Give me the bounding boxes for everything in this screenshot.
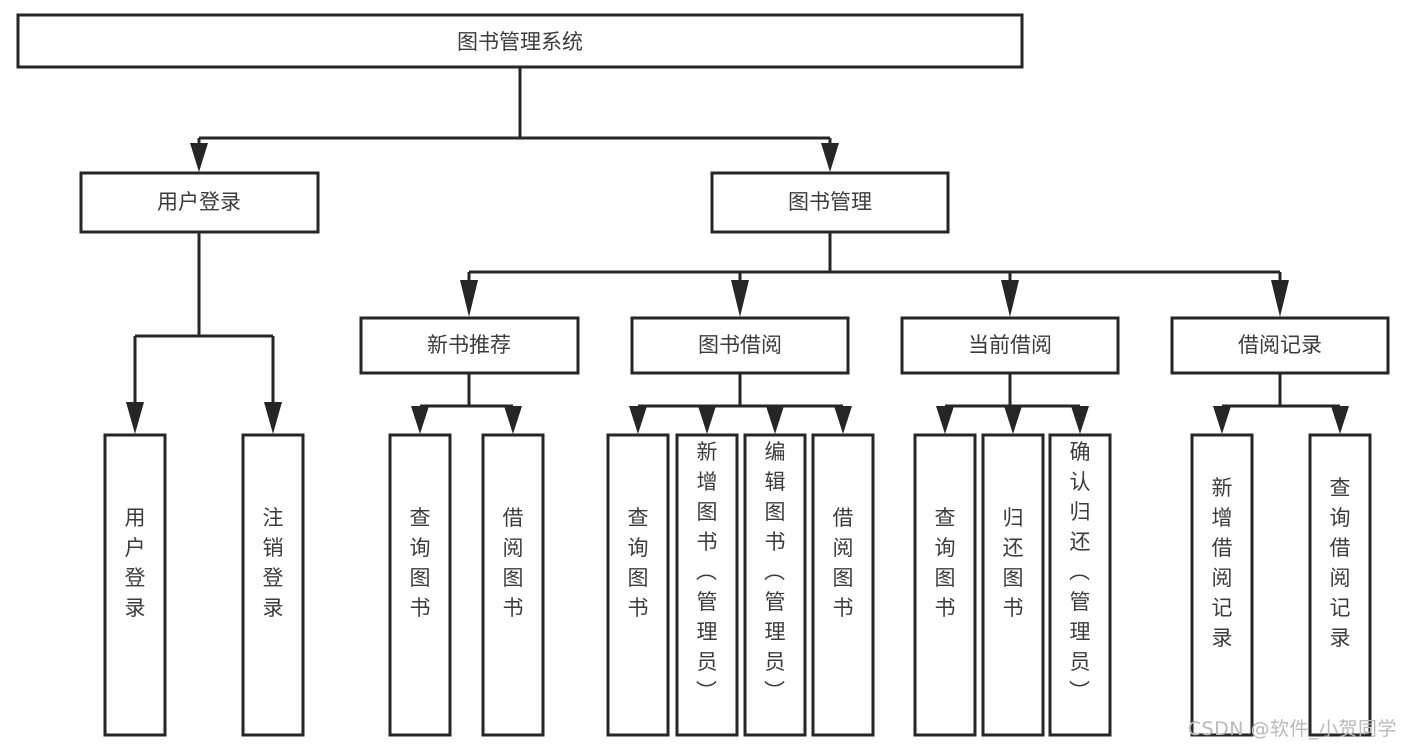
- leaf-node-label: 用户登录: [125, 506, 146, 620]
- leaf-node[interactable]: 借阅图书: [811, 433, 875, 737]
- connector-layer: [126, 67, 1349, 434]
- node-book-borrow[interactable]: 图书借阅: [630, 316, 850, 375]
- arrow-head-leaf-logout: [264, 402, 282, 434]
- arrow-head-leaf-query-book-3: [936, 406, 954, 434]
- arrow-head-newbook: [460, 280, 478, 317]
- leaf-node-box: [1048, 433, 1112, 737]
- arrow-head-leaf-add-record: [1213, 406, 1231, 434]
- leaf-node[interactable]: 归还图书: [981, 433, 1045, 737]
- leaf-node-box: [241, 433, 305, 737]
- leaf-node-label: 新增图书（管理员）: [696, 440, 718, 704]
- node-current-borrow[interactable]: 当前借阅: [900, 316, 1120, 375]
- leaf-node-box: [481, 433, 545, 737]
- leaf-node-label: 确认归还（管理员）: [1069, 440, 1091, 704]
- leaf-node-box: [811, 433, 875, 737]
- leaf-node[interactable]: 查询图书: [606, 433, 670, 737]
- leaf-node-label: 新增借阅记录: [1212, 476, 1233, 650]
- leaf-node-box: [388, 433, 452, 737]
- leaf-node-label: 归还图书: [1003, 506, 1024, 620]
- node-user-login-box: [79, 171, 320, 234]
- arrow-head-user-login: [190, 143, 208, 172]
- leaf-node-label: 注销登录: [263, 506, 284, 620]
- leaf-node[interactable]: 查询图书: [913, 433, 977, 737]
- node-new-book-recommend[interactable]: 新书推荐: [359, 316, 580, 375]
- arrow-head-book-mgmt: [821, 143, 839, 172]
- leaf-node[interactable]: 注销登录: [241, 433, 305, 737]
- node-book-borrow-box: [630, 316, 850, 375]
- node-borrow-records-label: 借阅记录: [1238, 333, 1322, 357]
- node-new-book-recommend-box: [359, 316, 580, 375]
- node-root-system-label: 图书管理系统: [457, 30, 583, 54]
- arrow-head-leaf-query-record: [1331, 406, 1349, 434]
- leaf-node-label: 查询图书: [628, 506, 649, 620]
- leaf-node[interactable]: 确认归还（管理员）: [1048, 433, 1112, 737]
- arrow-head-leaf-user-login: [126, 402, 144, 434]
- leaf-node-box: [913, 433, 977, 737]
- leaf-node[interactable]: 借阅图书: [481, 433, 545, 737]
- node-user-login-label: 用户登录: [157, 190, 241, 214]
- node-new-book-recommend-label: 新书推荐: [427, 333, 511, 357]
- arrow-head-leaf-confirm-return: [1071, 406, 1089, 434]
- node-book-borrow-label: 图书借阅: [698, 333, 782, 357]
- node-book-management-box: [710, 171, 950, 234]
- leaf-node-label: 借阅图书: [833, 506, 854, 620]
- arrow-head-leaf-query-book-1: [411, 406, 429, 434]
- node-book-management-label: 图书管理: [788, 190, 872, 214]
- leaf-node-label: 编辑图书（管理员）: [764, 440, 786, 704]
- leaf-node-label: 查询借阅记录: [1330, 476, 1351, 650]
- arrow-head-borrow: [731, 280, 749, 317]
- arrow-head-leaf-borrow-book-1: [504, 406, 522, 434]
- leaf-node[interactable]: 新增图书（管理员）: [675, 433, 739, 737]
- node-borrow-records[interactable]: 借阅记录: [1170, 316, 1390, 375]
- leaf-node-box: [675, 433, 739, 737]
- leaf-node[interactable]: 查询图书: [388, 433, 452, 737]
- node-book-management[interactable]: 图书管理: [710, 171, 950, 234]
- leaf-node-box: [103, 433, 167, 737]
- arrow-head-leaf-borrow-book-2: [834, 406, 852, 434]
- leaf-node-layer: 用户登录 注销登录 查询图书 借阅图书 查询图书 新增图书（管理员） 编辑图书（管理员） 借阅…: [103, 433, 1372, 737]
- arrow-head-leaf-add-book: [698, 406, 716, 434]
- leaf-node[interactable]: 新增借阅记录: [1190, 433, 1254, 737]
- leaf-node-label: 借阅图书: [503, 506, 524, 620]
- arrow-head-leaf-edit-book: [766, 406, 784, 434]
- node-root-system-box: [16, 13, 1024, 69]
- arrow-head-current: [1001, 280, 1019, 317]
- node-current-borrow-box: [900, 316, 1120, 375]
- node-current-borrow-label: 当前借阅: [968, 333, 1052, 357]
- leaf-node-box: [1190, 433, 1254, 737]
- node-user-login[interactable]: 用户登录: [79, 171, 320, 234]
- leaf-node-box: [606, 433, 670, 737]
- leaf-node-box: [1308, 433, 1372, 737]
- node-root-system[interactable]: 图书管理系统: [16, 13, 1024, 69]
- leaf-node[interactable]: 查询借阅记录: [1308, 433, 1372, 737]
- leaf-node[interactable]: 用户登录: [103, 433, 167, 737]
- arrow-head-records: [1271, 280, 1289, 317]
- leaf-node-box: [981, 433, 1045, 737]
- leaf-node[interactable]: 编辑图书（管理员）: [743, 433, 807, 737]
- leaf-node-label: 查询图书: [410, 506, 431, 620]
- csdn-watermark: CSDN @软件_小贺同学: [1187, 718, 1397, 740]
- leaf-node-box: [743, 433, 807, 737]
- leaf-node-label: 查询图书: [935, 506, 956, 620]
- arrow-head-leaf-query-book-2: [629, 406, 647, 434]
- node-borrow-records-box: [1170, 316, 1390, 375]
- arrow-head-leaf-return-book: [1004, 406, 1022, 434]
